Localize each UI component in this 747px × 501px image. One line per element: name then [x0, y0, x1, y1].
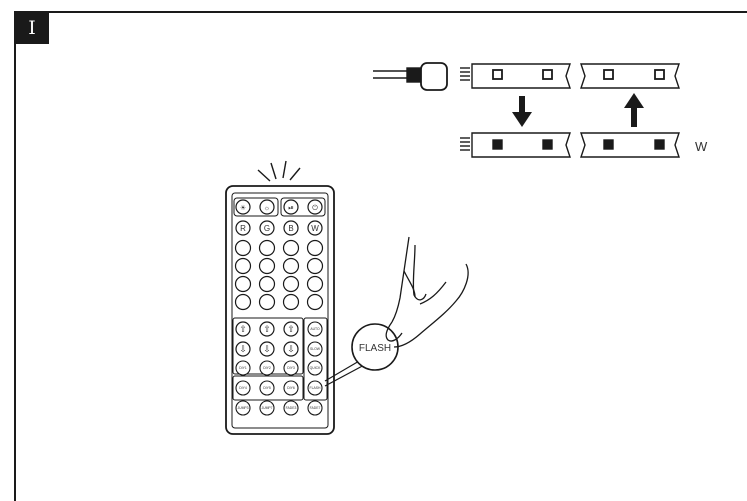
power-icon: ⏻	[312, 204, 318, 212]
down-arrow-icon: ⇩	[239, 344, 247, 354]
remote-control: ☀ ☼ ⏯ ⏻ R G B W	[225, 160, 335, 435]
blue-up-button[interactable]	[283, 321, 299, 337]
color-preset-button[interactable]	[258, 275, 276, 293]
color-preset-button[interactable]	[234, 275, 252, 293]
led-strip-segment	[580, 132, 680, 158]
white-mode-label: W	[695, 139, 708, 154]
step-frame	[14, 11, 747, 501]
color-preset-button[interactable]	[234, 293, 252, 311]
color-preset-button[interactable]	[234, 257, 252, 275]
mode-button[interactable]	[307, 360, 323, 376]
green-down-button[interactable]	[259, 341, 275, 357]
sun-icon: ☀	[240, 204, 246, 212]
flash-callout	[324, 323, 399, 387]
mode-button-label: AUTO	[310, 327, 320, 331]
play-pause-icon: ⏯	[288, 205, 294, 212]
mode-button-label: DIY3	[287, 366, 295, 370]
mode-button[interactable]	[307, 341, 323, 357]
led-strip-segment	[460, 132, 571, 158]
red-down-button[interactable]	[235, 341, 251, 357]
brightness-down-button[interactable]	[259, 199, 275, 215]
mode-button[interactable]	[307, 321, 323, 337]
mode-button-label: DIY6	[287, 386, 295, 390]
key-label: R	[240, 224, 246, 233]
color-preset-button[interactable]	[282, 239, 300, 257]
led-chip-on	[603, 139, 614, 150]
sun-dim-icon: ☼	[264, 205, 270, 212]
mode-button[interactable]	[259, 360, 275, 376]
down-arrow-icon: ⇩	[263, 344, 271, 354]
mode-button-label: DIY4	[239, 386, 247, 390]
mode-button[interactable]	[259, 400, 275, 416]
color-preset-button[interactable]	[306, 239, 324, 257]
mode-button[interactable]	[283, 400, 299, 416]
flash-callout-label: FLASH	[359, 343, 391, 354]
up-arrow-icon: ⇧	[263, 324, 271, 334]
mode-button-label: DIY2	[263, 366, 271, 370]
mode-button-label: JUMP3	[237, 406, 248, 410]
key-label: G	[264, 224, 270, 233]
mode-button-label: SLOW	[310, 347, 321, 351]
color-preset-button[interactable]	[282, 257, 300, 275]
mode-button[interactable]	[283, 380, 299, 396]
up-arrow-icon: ⇧	[239, 324, 247, 334]
mode-button-label: JUMP7	[261, 406, 272, 410]
color-preset-button[interactable]	[258, 239, 276, 257]
color-preset-button[interactable]	[258, 257, 276, 275]
color-preset-button[interactable]	[282, 293, 300, 311]
color-preset-button[interactable]	[234, 239, 252, 257]
blue-down-button[interactable]	[283, 341, 299, 357]
red-up-button[interactable]	[235, 321, 251, 337]
led-strip-illustration	[373, 62, 680, 158]
key-label: W	[311, 224, 319, 233]
mode-button[interactable]	[235, 360, 251, 376]
up-arrow-icon	[624, 93, 644, 127]
led-chip-off	[492, 69, 503, 80]
step-badge: I	[15, 12, 49, 44]
white-button[interactable]	[307, 220, 323, 236]
mode-button-label: DIY5	[263, 386, 271, 390]
mode-button[interactable]	[235, 400, 251, 416]
pointing-hand-icon	[385, 236, 469, 348]
led-strip-segment	[580, 63, 680, 89]
led-chip-on	[542, 139, 553, 150]
color-preset-button[interactable]	[306, 275, 324, 293]
led-chip-off	[542, 69, 553, 80]
color-preset-button[interactable]	[306, 257, 324, 275]
mode-button[interactable]	[307, 400, 323, 416]
mode-button-label: FLASH	[310, 386, 321, 390]
led-chip-on	[654, 139, 665, 150]
mode-button[interactable]	[235, 380, 251, 396]
mode-button-label: QUICK	[310, 366, 321, 370]
led-chip-off	[654, 69, 665, 80]
mode-button[interactable]	[283, 360, 299, 376]
led-chip-off	[603, 69, 614, 80]
blue-button[interactable]	[283, 220, 299, 236]
key-label: B	[288, 224, 293, 233]
mode-button-label: FADE7	[310, 406, 321, 410]
led-strip-segment	[460, 63, 571, 89]
power-button[interactable]	[307, 199, 323, 215]
green-up-button[interactable]	[259, 321, 275, 337]
up-arrow-icon: ⇧	[287, 324, 295, 334]
brightness-up-button[interactable]	[235, 199, 251, 215]
down-arrow-icon: ⇩	[287, 344, 295, 354]
color-preset-button[interactable]	[306, 293, 324, 311]
green-button[interactable]	[259, 220, 275, 236]
mode-button-label: FADE3	[286, 406, 297, 410]
red-button[interactable]	[235, 220, 251, 236]
play-pause-button[interactable]	[283, 199, 299, 215]
mode-button[interactable]	[259, 380, 275, 396]
connector-plug	[420, 62, 448, 91]
mode-button[interactable]	[307, 380, 323, 396]
signal-rays-icon	[257, 160, 301, 182]
color-preset-button[interactable]	[258, 293, 276, 311]
color-preset-button[interactable]	[282, 275, 300, 293]
down-arrow-icon	[512, 96, 532, 127]
mode-button-label: DIY1	[239, 366, 247, 370]
led-chip-on	[492, 139, 503, 150]
